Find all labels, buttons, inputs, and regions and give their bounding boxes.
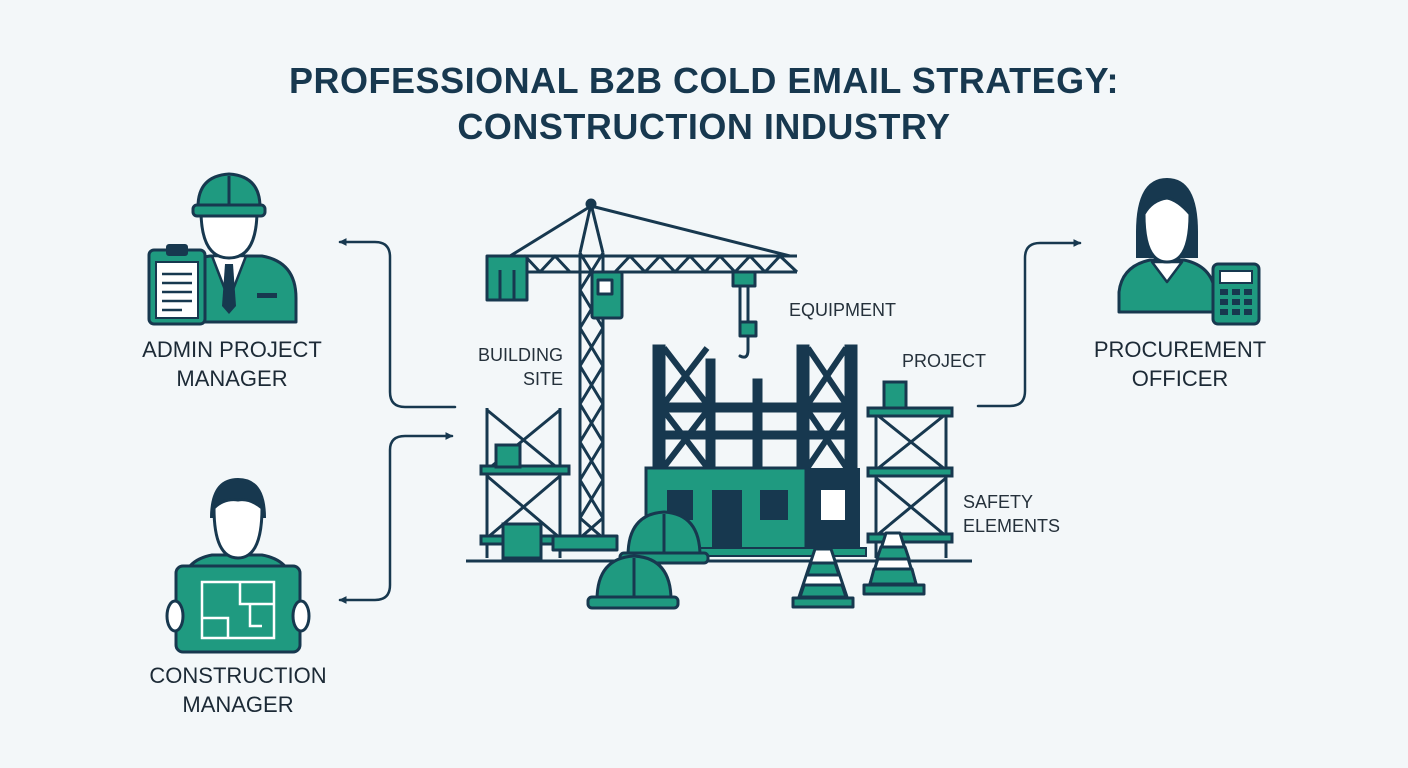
hard-hat-icon	[586, 510, 710, 610]
manager-blueprint-icon	[165, 478, 311, 654]
admin-project-manager-label: ADMIN PROJECT MANAGER	[112, 335, 352, 393]
construction-site-illustration	[466, 198, 972, 610]
procurement-label-line-1: PROCUREMENT	[1093, 337, 1267, 362]
equipment-text: EQUIPMENT	[789, 300, 897, 320]
procurement-label-line-2: OFFICER	[1131, 366, 1229, 391]
safety-elements-label: SAFETY ELEMENTS	[963, 490, 1060, 538]
building-site-label: BUILDING SITE	[465, 343, 563, 391]
officer-calculator-icon	[1117, 178, 1261, 326]
equipment-label: EQUIPMENT	[789, 298, 896, 322]
right-scaffold	[866, 380, 954, 558]
engineer-hardhat-clipboard-icon	[147, 172, 298, 326]
construction-manager-label: CONSTRUCTION MANAGER	[118, 661, 358, 719]
traffic-cone-icon	[791, 531, 926, 609]
page-title: PROFESSIONAL B2B COLD EMAIL STRATEGY: CO…	[0, 58, 1408, 150]
project-text: PROJECT	[902, 351, 987, 371]
construction-label-line-2: MANAGER	[182, 692, 294, 717]
tower-crane	[485, 198, 799, 552]
arrow-to-procurement-officer	[976, 239, 1082, 408]
construction-label-line-1: CONSTRUCTION	[149, 663, 327, 688]
title-line-2: CONSTRUCTION INDUSTRY	[457, 106, 951, 147]
building-frame	[652, 344, 858, 472]
safety-line-1: SAFETY	[963, 492, 1034, 512]
building-site-line-1: BUILDING	[477, 345, 563, 365]
title-line-1: PROFESSIONAL B2B COLD EMAIL STRATEGY:	[289, 60, 1119, 101]
arrow-construction-manager-link	[338, 432, 454, 604]
arrow-to-admin-project-manager	[338, 238, 457, 409]
safety-line-2: ELEMENTS	[963, 516, 1061, 536]
admin-label-line-2: MANAGER	[176, 366, 288, 391]
flow-arrows	[338, 238, 1082, 604]
procurement-officer-label: PROCUREMENT OFFICER	[1060, 335, 1300, 393]
project-label: PROJECT	[902, 349, 986, 373]
admin-label-line-1: ADMIN PROJECT	[142, 337, 322, 362]
left-scaffold	[479, 408, 571, 560]
building-site-line-2: SITE	[522, 369, 563, 389]
